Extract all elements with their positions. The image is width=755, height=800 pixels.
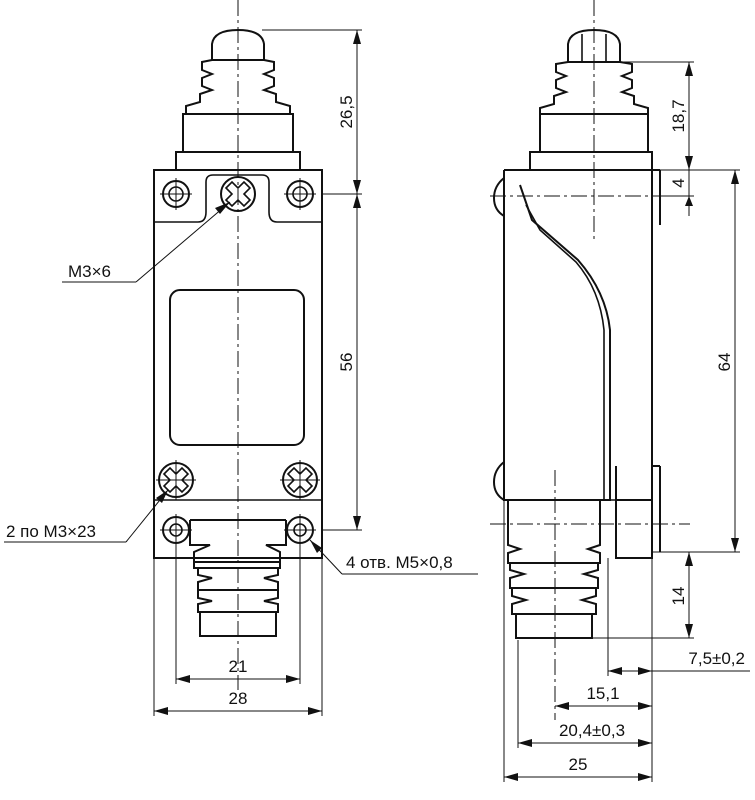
callout-top-screw-label: M3×6: [68, 262, 111, 281]
callout-mount-holes: 4 отв. M5×0,8: [309, 539, 478, 575]
front-dim-hole-spacing-label: 21: [229, 657, 248, 676]
front-dim-plunger-height: 26,5: [262, 29, 362, 195]
side-dim-body-height-label: 64: [715, 353, 734, 372]
front-dim-body-width-label: 28: [229, 689, 248, 708]
front-window: [169, 289, 305, 446]
side-dim-total-depth-label: 25: [569, 755, 588, 774]
side-plunger-cap: [567, 28, 621, 63]
side-dim-axis-depth-label: 15,1: [586, 684, 619, 703]
front-top-screw: [220, 176, 256, 212]
side-dim-axis-depth: 15,1: [555, 676, 653, 711]
side-cover-edge: [525, 204, 605, 500]
front-dim-body-height: 56: [322, 194, 362, 531]
front-cover-screw-right: [280, 460, 320, 500]
front-body: [153, 169, 323, 559]
side-dim-plunger-height-label: 18,7: [669, 99, 688, 132]
front-dim-body-width: 28: [153, 558, 323, 716]
side-dim-gland-height: 14: [592, 552, 694, 639]
side-dim-total-depth: 25: [503, 500, 653, 782]
side-upper-screw-head: [492, 177, 505, 217]
side-dim-offset: 4: [660, 170, 694, 216]
front-dim-body-height-label: 56: [337, 353, 356, 372]
side-view: 18,7 4 64 14: [490, 0, 750, 782]
callout-cover-screws-label: 2 по M3×23: [6, 522, 96, 541]
callout-cover-screws: 2 по M3×23: [4, 489, 169, 543]
front-dim-hole-spacing: 21: [175, 546, 301, 684]
side-plunger-base: [529, 151, 653, 171]
front-plunger-cap: [211, 28, 265, 61]
front-dim-plunger-height-label: 26,5: [337, 95, 356, 128]
front-top-ear: [154, 174, 322, 223]
callout-mount-holes-label: 4 отв. M5×0,8: [346, 553, 453, 572]
side-dim-gland-height-label: 14: [669, 587, 688, 606]
front-cover-screw-left: [156, 460, 196, 500]
front-hole-top-right: [284, 178, 316, 210]
side-lower-screw-head: [492, 461, 505, 501]
side-dim-gland-depth-label: 20,4±0,3: [559, 721, 625, 740]
side-dim-foot-depth: 7,5±0,2: [607, 558, 750, 676]
side-dim-offset-label: 4: [669, 178, 688, 187]
front-hole-bottom-left: [160, 514, 192, 546]
front-view: 26,5 56 21 28: [4, 0, 478, 716]
side-dim-gland-depth: 20,4±0,3: [517, 640, 653, 748]
side-dim-body-height: 64: [652, 169, 740, 553]
side-dim-foot-depth-label: 7,5±0,2: [688, 649, 745, 668]
front-hole-top-left: [160, 178, 192, 210]
side-cable-gland: [507, 500, 601, 639]
side-dim-plunger-height: 18,7: [620, 61, 694, 171]
callout-top-screw: M3×6: [62, 201, 231, 283]
